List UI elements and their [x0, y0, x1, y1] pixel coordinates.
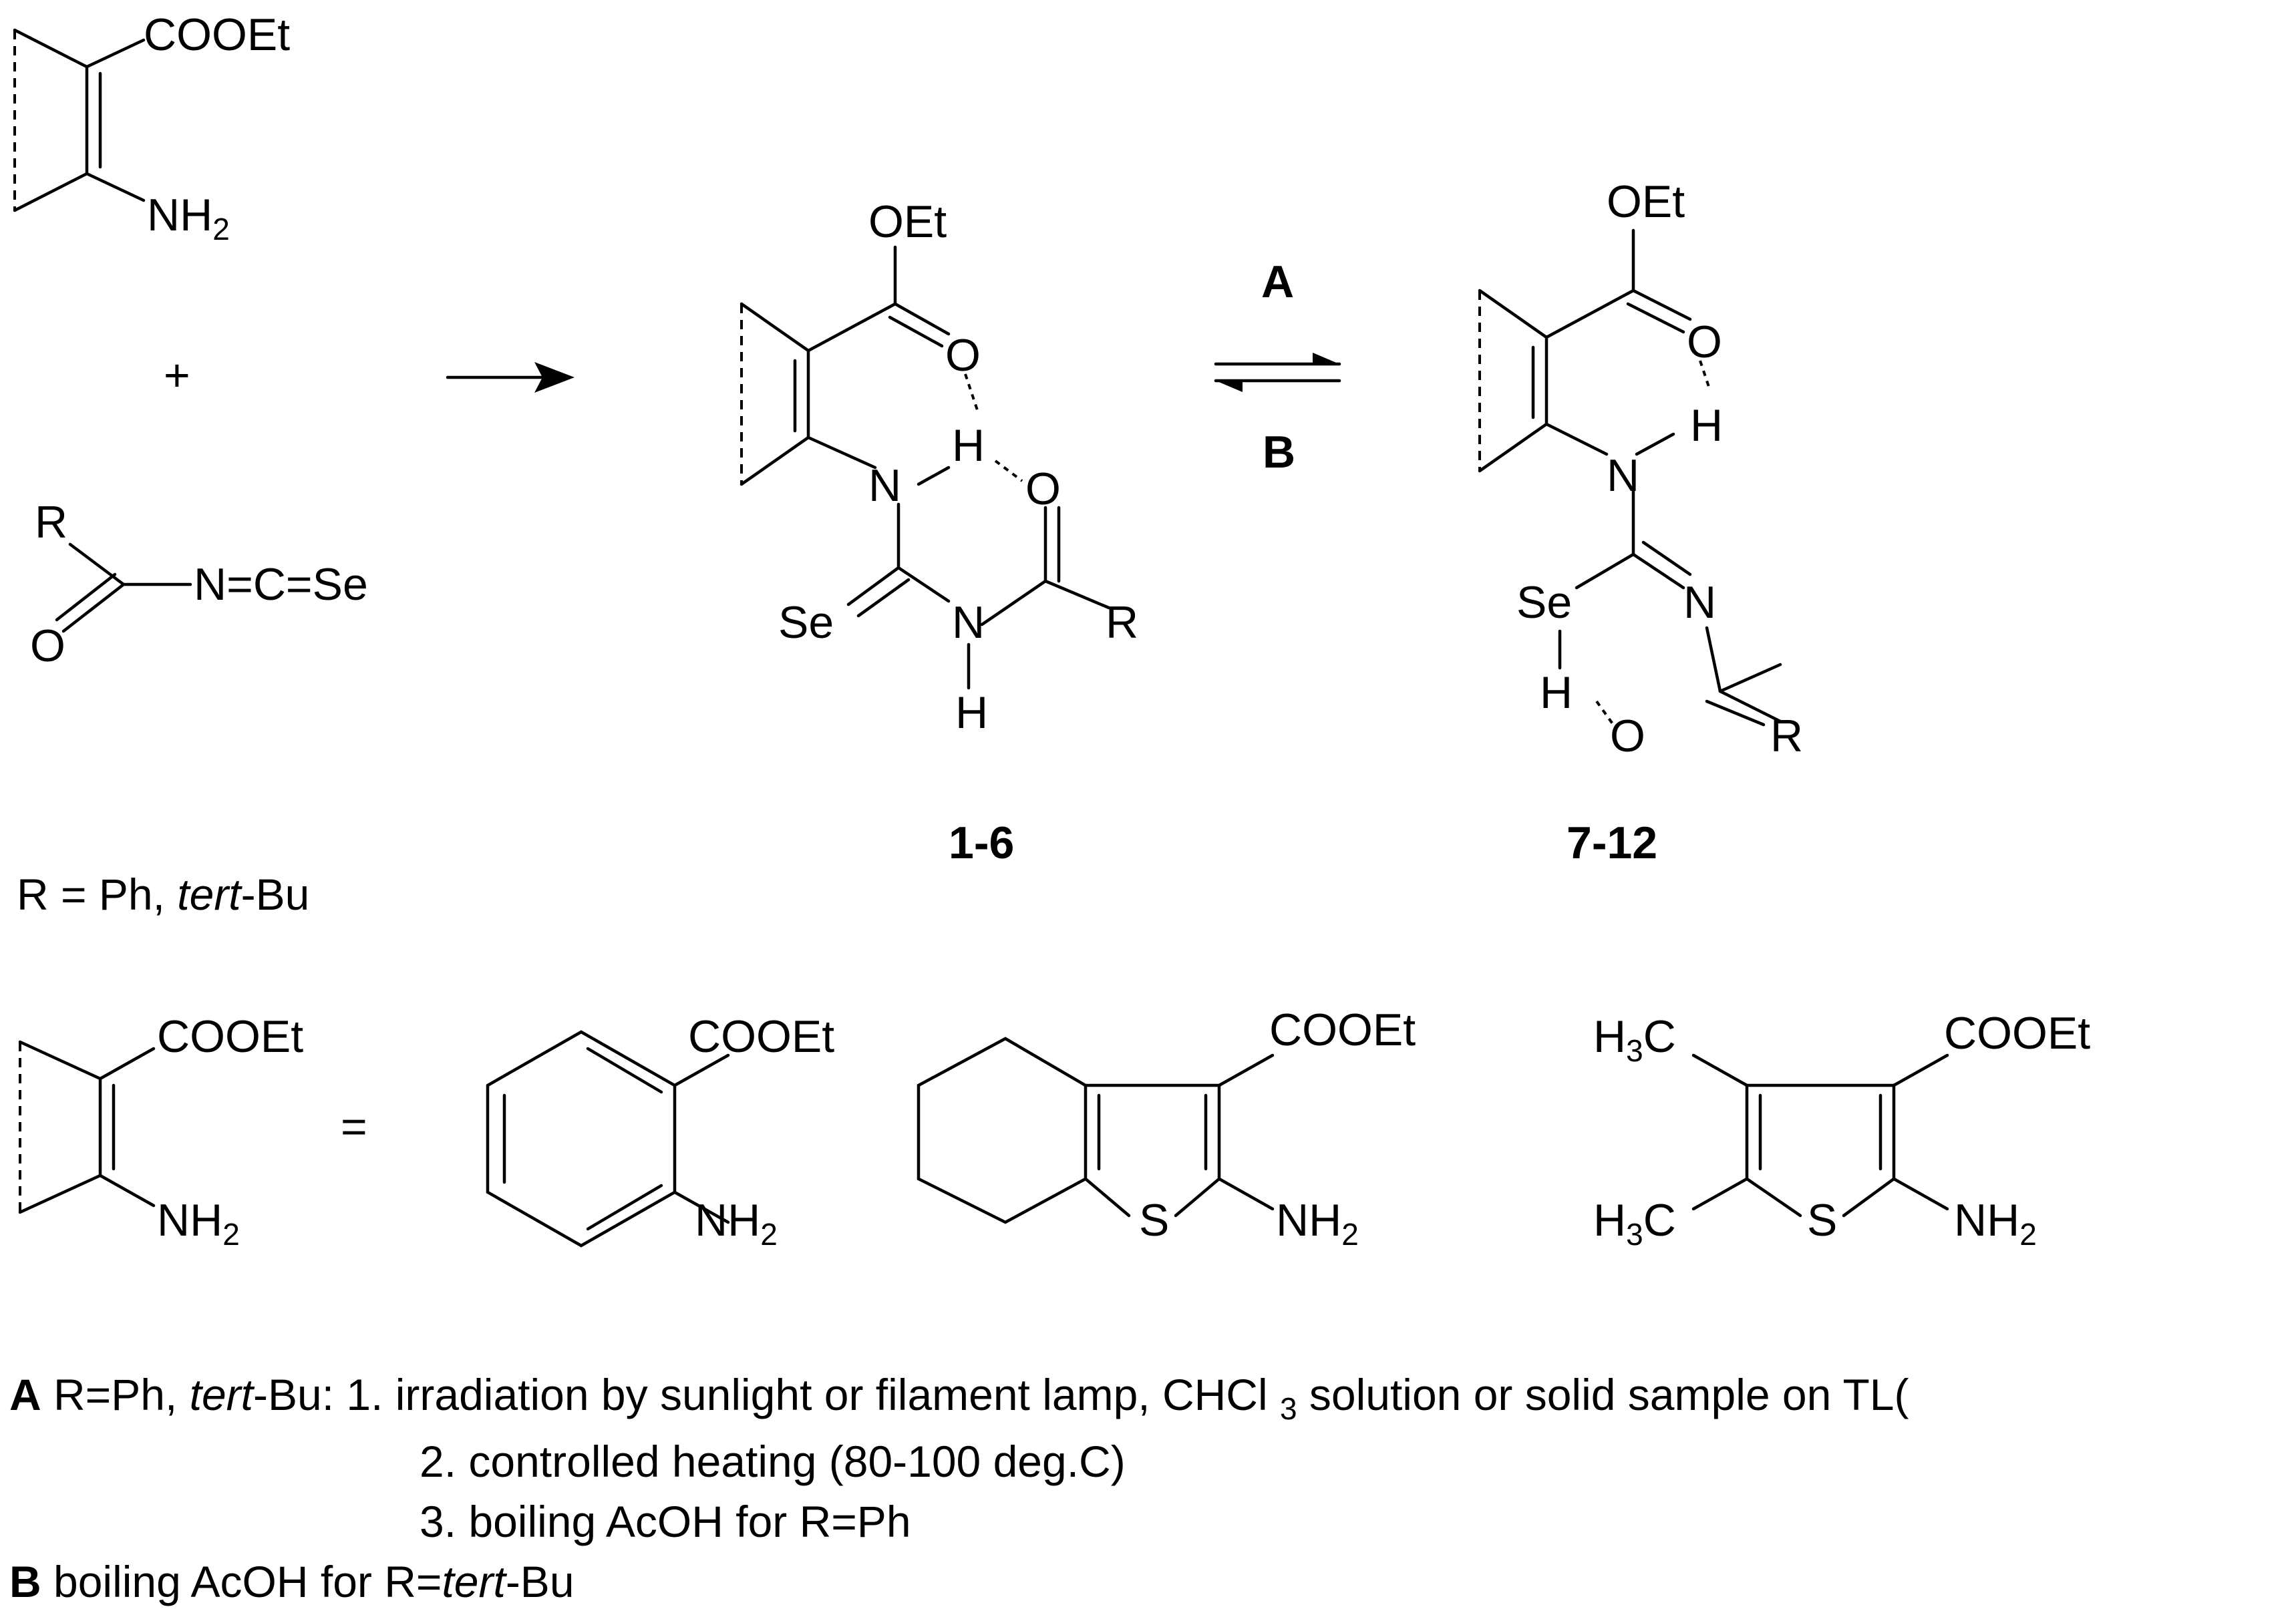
product-7-12: OEt O H N Se N H O R 7-12 — [1478, 176, 1803, 868]
reactant-aminoester: COOEt NH2 — [13, 9, 290, 246]
reaction-arrow — [446, 362, 575, 393]
condition-a-step1-post: solution or solid sample on TL( — [1297, 1370, 1909, 1419]
legend-tetrahydrobenzothiophene-scaffold: COOEt S NH2 — [917, 1005, 1416, 1252]
p2-se-label: Se — [1516, 577, 1572, 628]
condition-a-label: A — [9, 1370, 41, 1419]
legend-dimethyl-sulfur: S — [1807, 1195, 1837, 1246]
plus-sign: + — [164, 350, 190, 401]
forward-condition-label: A — [1261, 256, 1294, 307]
condition-a-prefix: R=Ph, — [41, 1370, 190, 1419]
condition-a-italic: tert — [189, 1370, 253, 1419]
legend-equals: = — [341, 1101, 367, 1152]
reactant1-ester-label: COOEt — [144, 9, 290, 60]
legend-tetrahydro-sulfur: S — [1139, 1195, 1169, 1246]
legend-dimethyl-methyl-top: H3C — [1593, 1011, 1676, 1068]
compound-label-7-12: 7-12 — [1567, 818, 1657, 868]
p2-seh-h-label: H — [1540, 667, 1573, 718]
legend-dimethylthiophene-scaffold: COOEt H3C H3C S NH2 — [1593, 1008, 2090, 1252]
condition-b-suffix: -Bu — [505, 1557, 575, 1606]
condition-b-italic: tert — [442, 1557, 506, 1606]
reactant-acyl-isoselenocyanate: R O N=C=Se — [30, 497, 368, 671]
p2-carbonyl-o-label: O — [1687, 317, 1722, 367]
legend-benzene-amine: NH2 — [695, 1195, 778, 1252]
legend-generic-scaffold: COOEt NH2 — [18, 1011, 303, 1252]
condition-a-line-1: A R=Ph, tert-Bu: 1. irradiation by sunli… — [9, 1373, 1909, 1424]
p1-carbonyl-o-label: O — [945, 330, 981, 381]
legend-tetrahydro-amine: NH2 — [1276, 1195, 1359, 1252]
legend-benzene-scaffold: COOEt NH2 — [486, 1011, 834, 1252]
p1-se-label: Se — [778, 597, 834, 648]
legend-dimethyl-amine: NH2 — [1954, 1195, 2037, 1252]
p2-acyl-o-label: O — [1610, 711, 1645, 761]
reactant2-r-label: R — [35, 497, 67, 548]
condition-a-step1-pre: 1. irradiation by sunlight or filament l… — [346, 1370, 1280, 1419]
condition-b-prefix: boiling AcOH for R= — [41, 1557, 442, 1606]
condition-a-step-3: 3. boiling AcOH for R=Ph — [420, 1497, 911, 1546]
product-1-6: OEt O H N O Se N R H 1-6 — [740, 196, 1138, 868]
legend-dimethyl-ester: COOEt — [1944, 1008, 2090, 1059]
p1-nh-n-label: N — [868, 460, 901, 511]
reactant2-o-label: O — [30, 620, 65, 671]
legend-generic-ester: COOEt — [157, 1011, 303, 1062]
p1-amide-n-label: N — [952, 597, 985, 648]
p1-amide-h-label: H — [955, 687, 988, 738]
p1-r-label: R — [1106, 597, 1138, 648]
reactant1-amine-label: NH2 — [147, 190, 230, 246]
condition-a-step-2: 2. controlled heating (80-100 deg.C) — [420, 1437, 1126, 1486]
legend-benzene-ester: COOEt — [688, 1011, 834, 1062]
legend-generic-amine: NH2 — [157, 1195, 240, 1252]
equilibrium-arrows: A B — [1214, 256, 1341, 478]
p1-h-bridge-label: H — [952, 420, 985, 471]
condition-a-step1-sub: 3 — [1279, 1391, 1297, 1427]
reactant2-chain-label: N=C=Se — [194, 559, 368, 610]
reverse-condition-label: B — [1263, 427, 1295, 478]
condition-a-mid: -Bu: — [253, 1370, 347, 1419]
legend-dimethyl-methyl-bottom: H3C — [1593, 1195, 1676, 1252]
p2-oet-label: OEt — [1607, 176, 1685, 227]
condition-b-label: B — [9, 1557, 41, 1606]
p1-acyl-o-label: O — [1025, 464, 1061, 514]
compound-label-1-6: 1-6 — [949, 818, 1014, 868]
p2-imine-n-label: N — [1683, 577, 1716, 628]
p2-h-bridge-label: H — [1690, 400, 1723, 451]
p2-nh-n-label: N — [1607, 450, 1639, 501]
condition-b-line: B boiling AcOH for R=tert-Bu — [9, 1560, 575, 1604]
p1-oet-label: OEt — [868, 196, 947, 247]
legend-tetrahydro-ester: COOEt — [1269, 1005, 1416, 1055]
r-definition: R = Ph, tert-Bu — [17, 870, 309, 919]
p2-r-label: R — [1770, 711, 1803, 761]
